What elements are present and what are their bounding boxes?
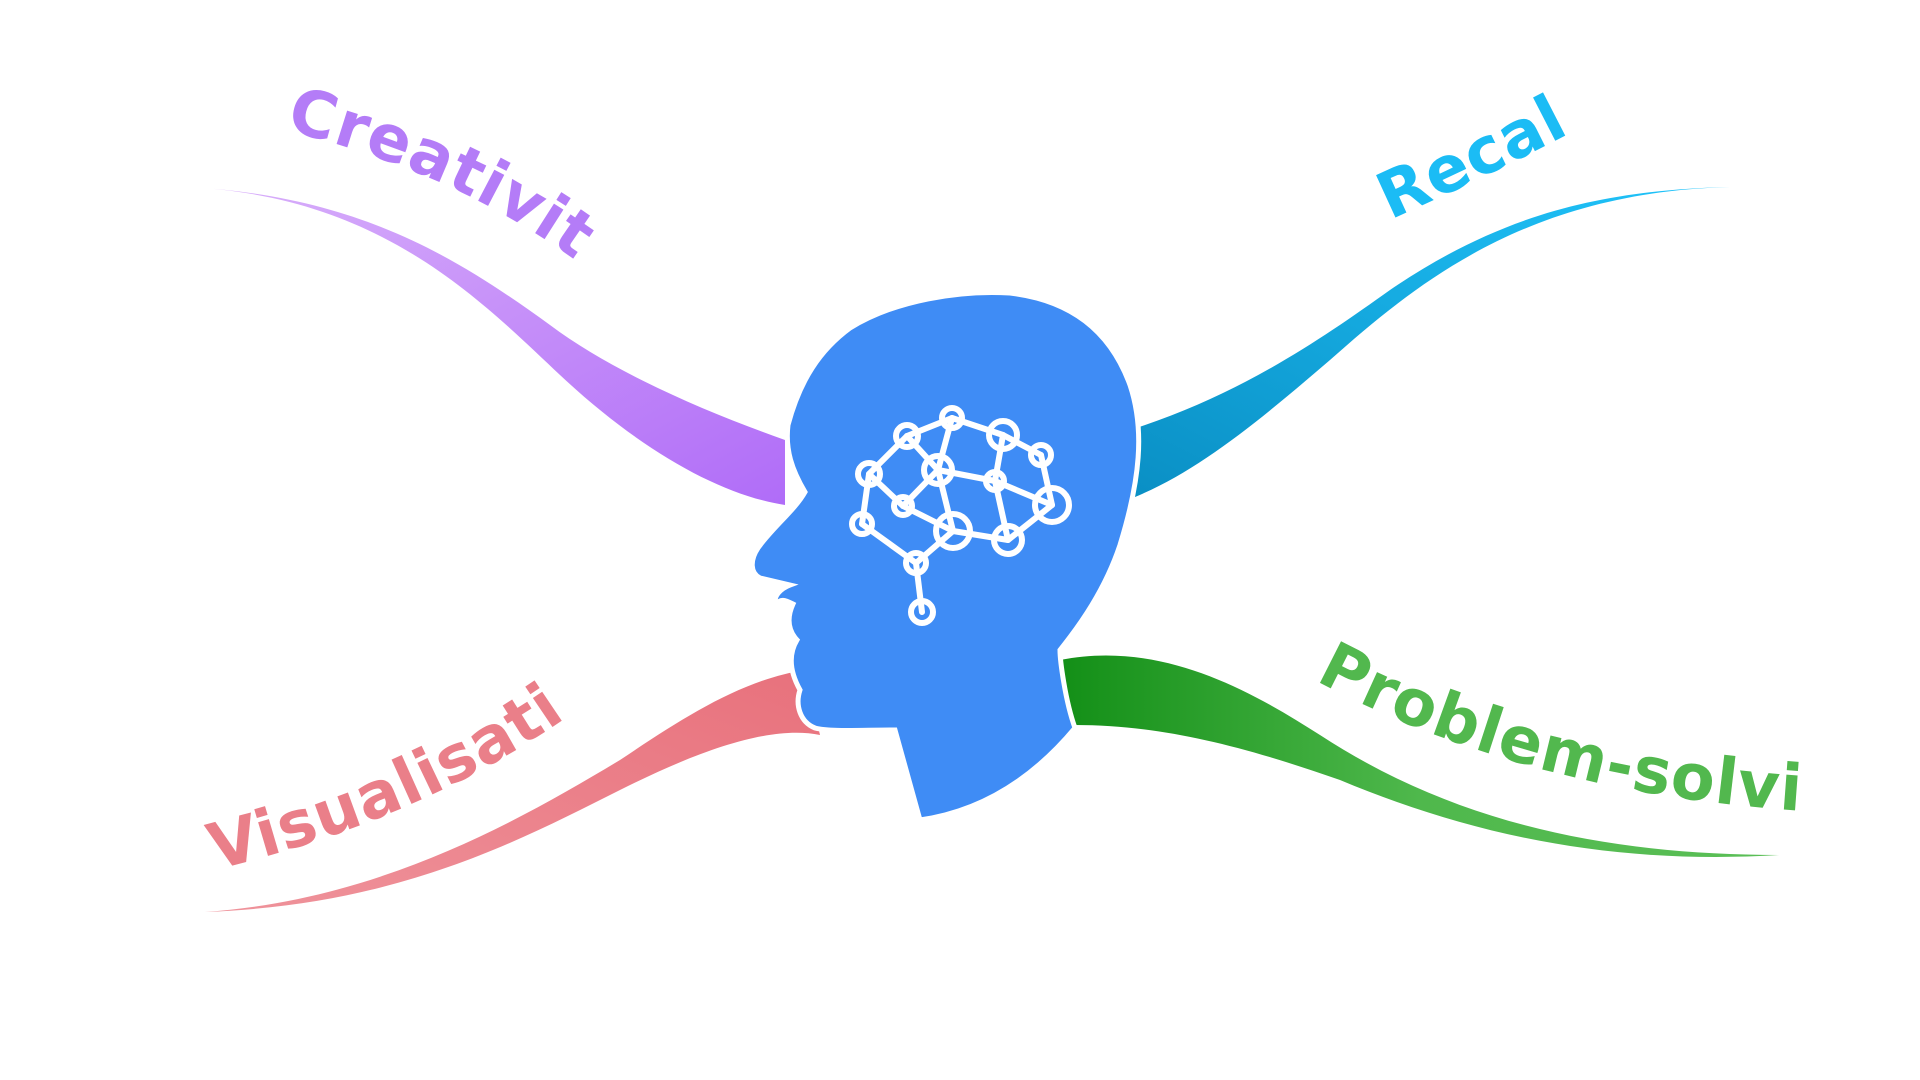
branch-creativity (185, 187, 785, 505)
branch-recall (1130, 187, 1730, 497)
head-silhouette (749, 290, 1142, 823)
label-recall: Recall (0, 0, 1578, 235)
brain-network-icon (849, 405, 1072, 626)
label-creativity: Creativity (0, 0, 609, 274)
branch-visualisation (205, 670, 820, 912)
branch-problem-solving (1060, 655, 1780, 857)
